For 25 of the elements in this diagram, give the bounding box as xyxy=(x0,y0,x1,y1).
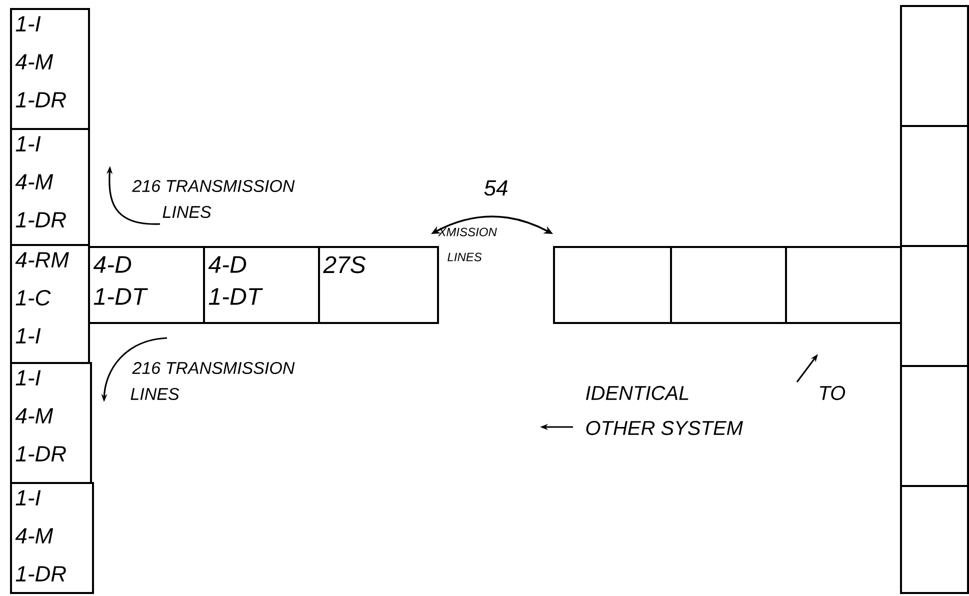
text-box: 1-I 4-M 1-DR xyxy=(10,8,90,130)
empty-box xyxy=(785,246,902,324)
note-text: TO xyxy=(820,386,846,400)
note-text: OTHER SYSTEM xyxy=(586,420,743,436)
text-box: 4-RM 1-C 1-I xyxy=(10,244,90,364)
empty-box xyxy=(553,246,672,324)
text-box: 4-D 1-DT xyxy=(88,246,205,324)
empty-box xyxy=(900,485,969,594)
text-box: 1-I 4-M 1-DR xyxy=(10,362,92,484)
text-box: 1-I 4-M 1-DR xyxy=(10,482,94,594)
text-box: 4-D 1-DT xyxy=(203,246,320,324)
empty-box xyxy=(670,246,787,324)
note-text: IDENTICAL xyxy=(586,386,688,400)
note-text: 216 TRANSMISSION xyxy=(132,180,295,192)
edge-label: 54 xyxy=(484,180,508,196)
empty-box xyxy=(900,365,969,487)
text-box: 27S xyxy=(318,246,439,324)
note-text: LINES xyxy=(130,388,180,400)
empty-box xyxy=(900,5,969,127)
empty-box xyxy=(900,125,969,247)
text-box: 1-I 4-M 1-DR xyxy=(10,128,90,246)
empty-box xyxy=(900,245,969,367)
note-text: LINES xyxy=(162,206,212,218)
note-text: XMISSION xyxy=(438,228,497,236)
note-text: 216 TRANSMISSION xyxy=(132,362,295,374)
